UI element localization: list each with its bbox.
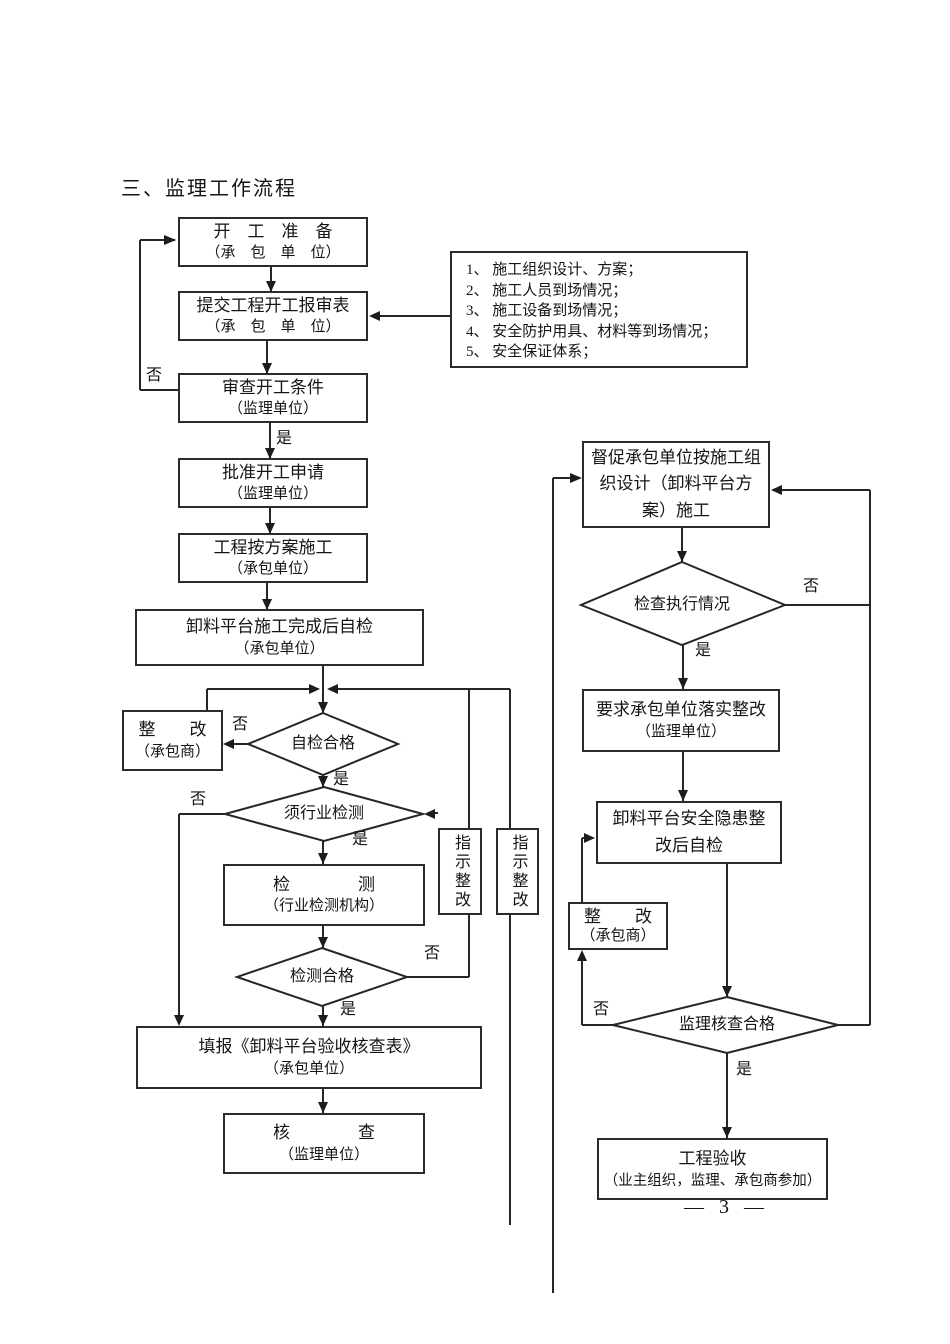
- diamond-check-execution: [578, 560, 788, 647]
- branch-label-no-review: 否: [146, 367, 163, 384]
- node-construct-per-plan: 工程按方案施工 （承包单位）: [178, 533, 368, 583]
- node-review-conditions: 审查开工条件 （监理单位）: [178, 373, 368, 423]
- diamond-need-industry-test: [221, 785, 427, 843]
- diamond-label-need-industry-test: 须行业检测: [283, 805, 364, 822]
- node-construct-per-plan-title: 工程按方案施工: [213, 537, 333, 557]
- node-rectify-left-subtitle: （承包商）: [134, 743, 210, 760]
- node-start-prep-title: 开 工 准 备: [213, 221, 333, 241]
- node-rectify-left-title: 整 改: [138, 720, 207, 740]
- diamond-label-check-execution: 检查执行情况: [633, 596, 730, 613]
- branch-label-yes-self-check: 是: [333, 771, 350, 788]
- node-rectify-right: 整 改 （承包商）: [568, 902, 668, 950]
- node-verify: 核 查 （监理单位）: [223, 1113, 425, 1174]
- node-verify-subtitle: （监理单位）: [278, 1146, 369, 1163]
- list-item: 2、 施工人员到场情况；: [466, 282, 628, 299]
- node-rectify-right-subtitle: （承包商）: [580, 928, 656, 945]
- branch-label-no-test-pass: 否: [424, 945, 441, 962]
- node-require-rectify-subtitle: （监理单位）: [635, 723, 726, 740]
- node-platform-self-check-title: 卸料平台施工完成后自检: [186, 617, 373, 637]
- node-acceptance-title: 工程验收: [678, 1148, 747, 1168]
- diamond-self-check-pass: [245, 711, 401, 777]
- node-testing: 检 测 （行业检测机构）: [223, 864, 425, 926]
- prerequisites-list: 1、 施工组织设计、方案； 2、 施工人员到场情况； 3、 施工设备到场情况； …: [450, 251, 748, 368]
- node-start-prep-subtitle: （承 包 单 位）: [205, 245, 341, 262]
- node-testing-title: 检 测: [273, 874, 375, 894]
- list-item: 4、 安全防护用具、材料等到场情况；: [466, 323, 718, 340]
- node-approve-start: 批准开工申请 （监理单位）: [178, 458, 368, 508]
- node-fill-form: 填报《卸料平台验收核查表》 （承包单位）: [136, 1026, 482, 1089]
- node-submit-report-subtitle: （承 包 单 位）: [205, 319, 341, 336]
- node-review-conditions-subtitle: （监理单位）: [227, 401, 318, 418]
- node-construct-per-plan-subtitle: （承包单位）: [227, 561, 318, 578]
- node-instruct-rectify-2-label: 指示整改: [509, 833, 527, 910]
- diamond-test-pass: [233, 946, 411, 1008]
- node-recheck-after-rectify: 卸料平台安全隐患整改后自检: [596, 801, 782, 864]
- diamond-label-test-pass: 检测合格: [289, 968, 354, 985]
- node-review-conditions-title: 审查开工条件: [222, 377, 324, 397]
- node-platform-self-check-subtitle: （承包单位）: [234, 640, 325, 657]
- node-instruct-rectify-1-label: 指示整改: [452, 833, 469, 910]
- node-testing-subtitle: （行业检测机构）: [263, 898, 384, 915]
- arrowheads: [164, 235, 782, 1138]
- section-title: 三、监理工作流程: [121, 178, 297, 200]
- branch-label-no-supervisor-check: 否: [593, 1001, 610, 1018]
- node-instruct-rectify-2: 指示整改: [496, 828, 539, 915]
- node-start-prep: 开 工 准 备 （承 包 单 位）: [178, 217, 368, 267]
- list-item: 3、 施工设备到场情况；: [466, 303, 628, 319]
- node-instruct-rectify-1: 指示整改: [438, 828, 482, 915]
- node-require-rectify: 要求承包单位落实整改 （监理单位）: [582, 689, 780, 752]
- branch-label-no-check-execution: 否: [803, 578, 820, 595]
- node-rectify-right-title: 整 改: [584, 907, 652, 926]
- diamond-supervisor-check-pass: [612, 995, 839, 1055]
- node-approve-start-subtitle: （监理单位）: [227, 486, 318, 503]
- branch-label-yes-supervisor-check: 是: [736, 1061, 753, 1078]
- node-rectify-left: 整 改 （承包商）: [122, 710, 223, 771]
- node-supervise-execution-title: 督促承包单位按施工组织设计（卸料平台方案）施工: [591, 447, 761, 520]
- node-acceptance-subtitle: （业主组织，监理、承包商参加）: [603, 1172, 822, 1189]
- branch-label-no-self-check: 否: [232, 716, 249, 733]
- node-verify-title: 核 查: [273, 1123, 375, 1143]
- branch-label-yes-test-pass: 是: [340, 1001, 357, 1018]
- branch-label-yes-check-execution: 是: [695, 642, 712, 659]
- node-acceptance: 工程验收 （业主组织，监理、承包商参加）: [597, 1138, 828, 1200]
- decision-diamonds: [221, 560, 839, 1055]
- node-submit-report-title: 提交工程开工报审表: [196, 295, 350, 315]
- page-number: — 3 —: [684, 1196, 769, 1218]
- node-supervise-execution: 督促承包单位按施工组织设计（卸料平台方案）施工: [582, 441, 770, 528]
- list-item: 5、 安全保证体系；: [466, 344, 598, 360]
- node-require-rectify-title: 要求承包单位落实整改: [596, 700, 766, 720]
- node-fill-form-subtitle: （承包单位）: [263, 1060, 354, 1077]
- node-approve-start-title: 批准开工申请: [222, 462, 324, 482]
- node-platform-self-check: 卸料平台施工完成后自检 （承包单位）: [135, 609, 424, 666]
- diamond-label-supervisor-check-pass: 监理核查合格: [678, 1016, 775, 1033]
- branch-label-yes-industry-test: 是: [352, 831, 369, 848]
- node-submit-report: 提交工程开工报审表 （承 包 单 位）: [178, 291, 368, 341]
- diamond-label-self-check-pass: 自检合格: [290, 735, 355, 752]
- list-item: 1、 施工组织设计、方案；: [466, 262, 643, 278]
- node-fill-form-title: 填报《卸料平台验收核查表》: [198, 1037, 420, 1057]
- branch-label-no-industry-test: 否: [190, 791, 207, 808]
- branch-label-yes-review: 是: [276, 430, 293, 447]
- node-recheck-after-rectify-title: 卸料平台安全隐患整改后自检: [612, 809, 766, 855]
